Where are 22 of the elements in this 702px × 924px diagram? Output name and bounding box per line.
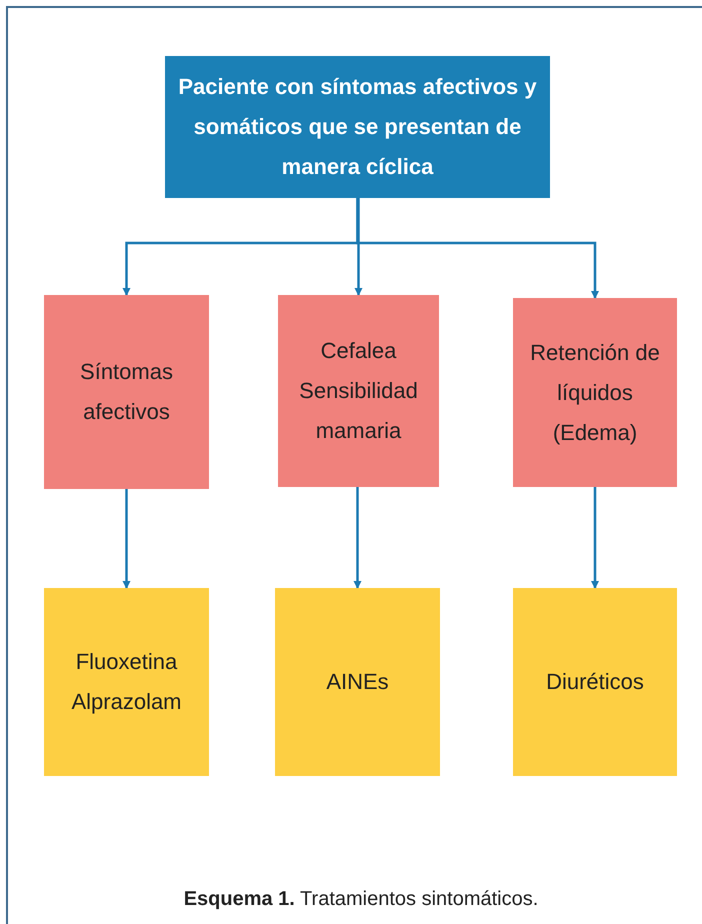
treatment-box	[44, 588, 209, 776]
treatment-box	[275, 588, 440, 776]
symptom-box	[44, 295, 209, 489]
arrow	[354, 487, 362, 589]
symptom-box	[278, 295, 439, 487]
arrow	[122, 489, 130, 589]
arrow	[356, 198, 599, 299]
node-text: Paciente con síntomas afectivos y somáticos que se presentan de manera cíclica	[177, 73, 538, 181]
node-text: Síntomas afectivos	[79, 358, 174, 426]
node-text: Retención de líquidos (Edema)	[529, 338, 661, 446]
node-text: Fluoxetina	[76, 648, 178, 676]
node-text: Alprazolam	[71, 688, 182, 716]
node-text: Diuréticos	[546, 668, 644, 696]
header-box	[165, 56, 550, 198]
arrow	[354, 198, 362, 296]
symptom-box	[513, 298, 677, 487]
caption: Esquema 1. Tratamientos sintomáticos.	[182, 887, 540, 912]
treatment-box	[513, 588, 677, 776]
node-text: Cefalea	[320, 337, 396, 365]
arrow	[591, 487, 599, 589]
node-text: AINEs	[326, 668, 389, 696]
node-text: Sensibilidad mamaria	[298, 377, 419, 445]
